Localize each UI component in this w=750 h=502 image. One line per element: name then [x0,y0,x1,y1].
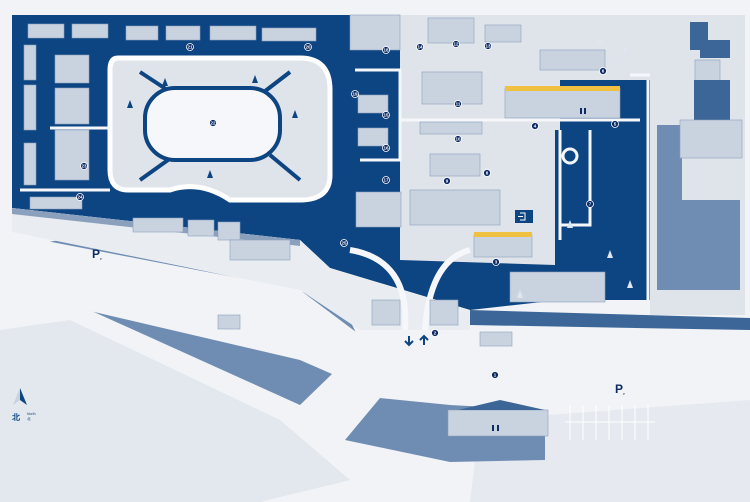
svg-text:19: 19 [352,92,358,97]
roundabout [561,147,579,165]
gate-west[interactable] [371,299,401,326]
svg-text:23: 23 [81,164,87,169]
svg-text:9: 9 [446,179,449,184]
marker-16[interactable]: 16 [382,144,390,152]
marker-11[interactable]: 11 [454,100,462,108]
marker-18[interactable]: 18 [382,46,390,54]
svg-text:16: 16 [383,146,389,151]
marker-1[interactable]: 1 [491,371,499,379]
svg-text:21: 21 [187,45,193,50]
central-buildings[interactable] [217,17,621,437]
svg-text:6: 6 [602,69,605,74]
svg-text:7: 7 [589,202,592,207]
marker-6[interactable]: 6 [599,67,607,75]
south-wall [470,310,750,330]
markers[interactable]: 1 2 3 4 5 6 7 8 9 10 11 12 13 14 15 16 1… [76,40,619,379]
compass-en: North [27,412,36,416]
south-strip [12,208,470,330]
east-building[interactable] [679,22,743,159]
svg-text:20: 20 [305,45,311,50]
svg-text:18: 18 [383,48,389,53]
east-garden [657,200,740,290]
marker-5[interactable]: 5 [611,120,619,128]
svg-text:22: 22 [210,121,216,126]
parking-sign-sub: P [100,257,102,261]
entrance-roads [349,247,471,331]
marker-22[interactable]: 22 [209,119,217,127]
marker-20[interactable]: 20 [304,43,312,51]
svg-text:5: 5 [614,122,617,127]
svg-text:24: 24 [77,195,83,200]
marker-24[interactable]: 24 [76,193,84,201]
svg-text:14: 14 [417,45,423,50]
compass-cn: 北 [12,412,20,422]
trees [517,35,633,298]
marker-13[interactable]: 13 [484,42,492,50]
trees [127,75,298,178]
west-gate[interactable] [229,239,291,261]
svg-text:25: 25 [341,241,347,246]
marker-23[interactable]: 23 [80,162,88,170]
compass-cn-small: 北 [27,416,31,421]
exit-icon[interactable] [515,210,533,223]
svg-text:12: 12 [453,42,459,47]
marker-25[interactable]: 25 [340,239,348,247]
marker-19[interactable]: 19 [351,90,359,98]
arrow-down-icon [404,336,414,347]
svg-text:15: 15 [383,113,389,118]
svg-text:3: 3 [495,260,498,265]
svg-text:10: 10 [455,137,461,142]
parking-sign-sub: P [623,392,625,396]
arrow-up-icon [419,334,429,345]
svg-text:8: 8 [486,171,489,176]
marker-10[interactable]: 10 [454,135,462,143]
outer-lawn [0,320,350,502]
west-buildings[interactable] [23,14,402,241]
north-arrow-icon [13,388,20,405]
marker-3[interactable]: 3 [492,258,500,266]
gate-east[interactable] [429,299,459,326]
compass: 北 North 北 [12,388,36,422]
svg-text:1: 1 [494,373,497,378]
marker-12[interactable]: 12 [452,40,460,48]
parking-sign-east: P [615,382,623,396]
marker-7[interactable]: 7 [586,200,594,208]
marker-21[interactable]: 21 [186,43,194,51]
svg-text:4: 4 [534,124,537,129]
parking-sign-west: P [92,247,100,261]
marker-4[interactable]: 4 [531,122,539,130]
paths [20,68,650,300]
parking-stripes [565,405,655,440]
field-paths [138,70,302,182]
marker-2[interactable]: 2 [431,329,439,337]
svg-text:2: 2 [434,331,437,336]
marker-15[interactable]: 15 [382,111,390,119]
entrance-arrows [404,334,429,347]
toilet-icon [492,108,586,431]
marker-8[interactable]: 8 [483,169,491,177]
svg-text:17: 17 [383,178,389,183]
svg-text:11: 11 [456,102,461,107]
marker-9[interactable]: 9 [443,177,451,185]
marker-14[interactable]: 14 [416,43,424,51]
svg-text:13: 13 [485,44,491,49]
main-road [0,232,750,400]
marker-17[interactable]: 17 [382,176,390,184]
